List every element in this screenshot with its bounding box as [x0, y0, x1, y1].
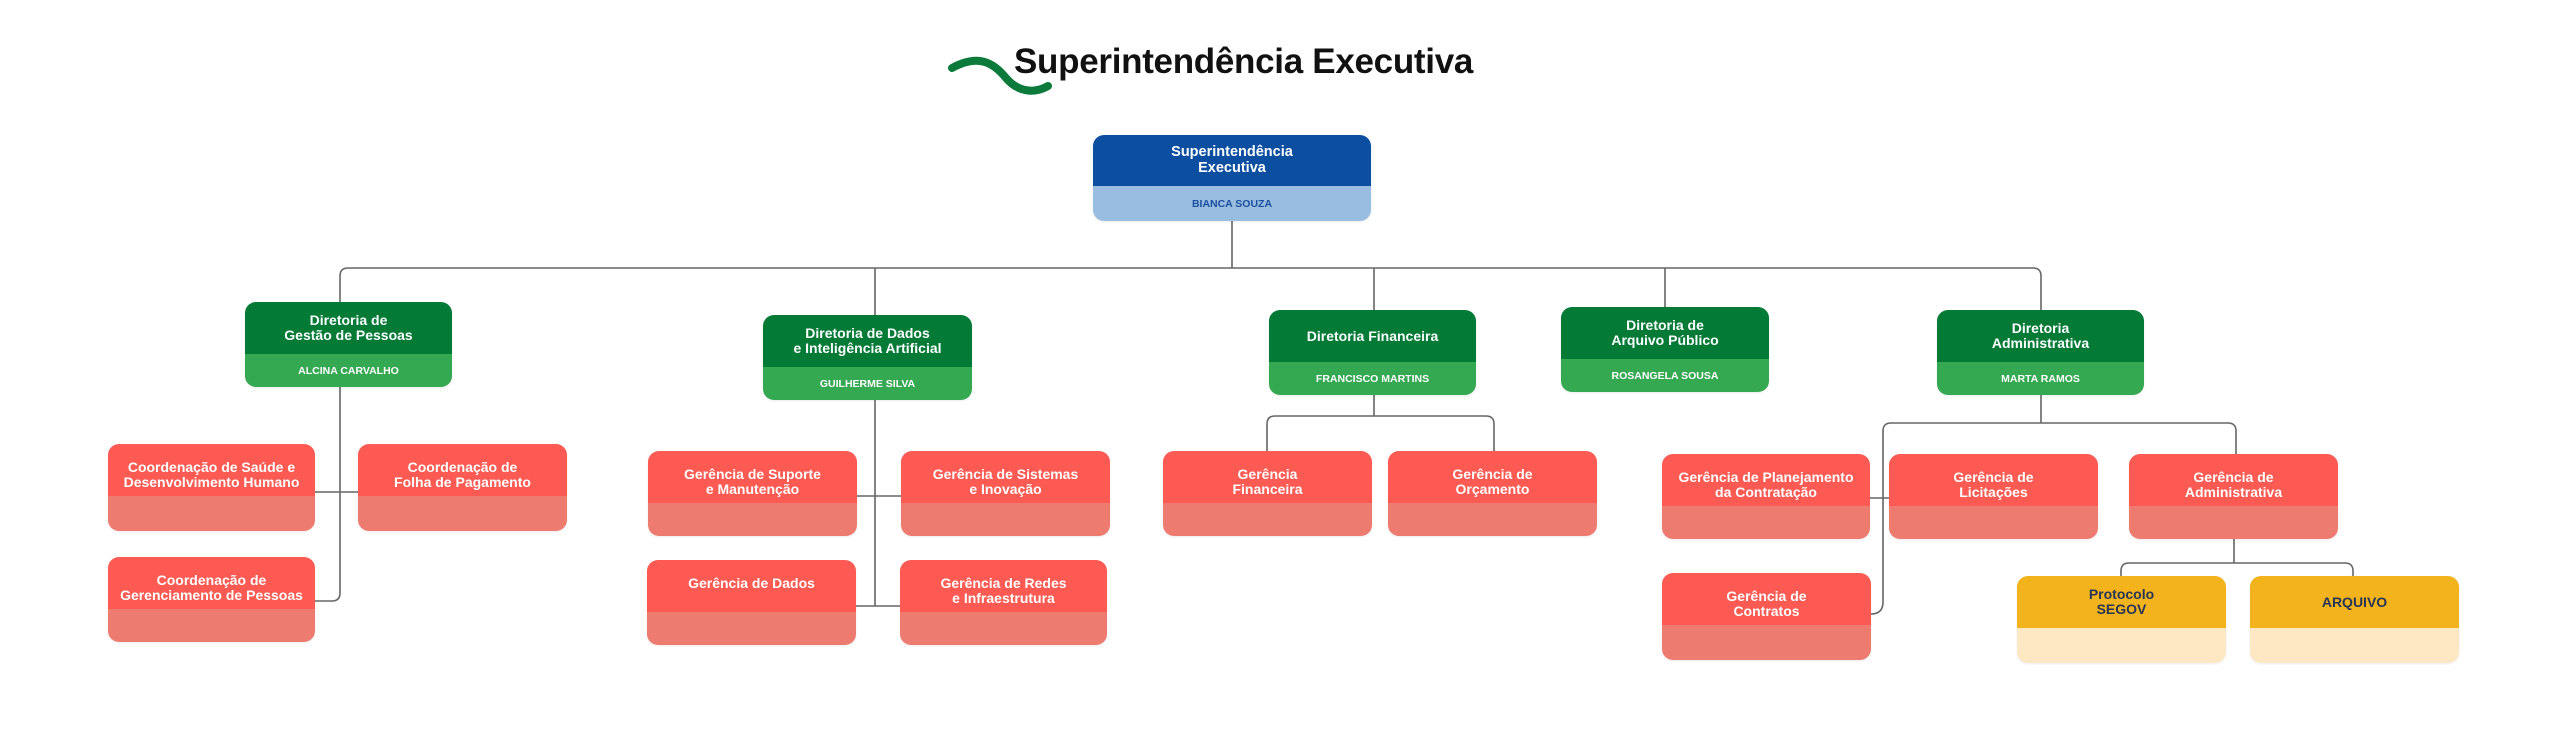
node-title: Gerência de Sistemas e Inovação: [901, 451, 1110, 503]
node-footer: [2129, 506, 2338, 539]
node-title: Diretoria de Gestão de Pessoas: [245, 302, 452, 354]
node-person: FRANCISCO MARTINS: [1269, 362, 1476, 395]
node-coord-folha[interactable]: Coordenação de Folha de Pagamento: [358, 444, 567, 531]
node-footer: [1388, 503, 1597, 536]
node-ger-contratos[interactable]: Gerência de Contratos: [1662, 573, 1871, 660]
node-title: Diretoria Financeira: [1269, 310, 1476, 362]
node-title: Gerência de Licitações: [1889, 454, 2098, 506]
node-title: Gerência de Administrativa: [2129, 454, 2338, 506]
node-title: Diretoria de Arquivo Público: [1561, 307, 1769, 359]
node-footer: [108, 496, 315, 531]
node-title: Gerência de Dados: [647, 560, 856, 612]
node-footer: [901, 503, 1110, 536]
node-title: Gerência de Orçamento: [1388, 451, 1597, 503]
node-title: Gerência de Contratos: [1662, 573, 1871, 625]
node-ger-administrativa[interactable]: Gerência de Administrativa: [2129, 454, 2338, 539]
node-title: Gerência de Suporte e Manutenção: [648, 451, 857, 503]
node-coord-saude[interactable]: Coordenação de Saúde e Desenvolvimento H…: [108, 444, 315, 531]
node-ger-sistemas[interactable]: Gerência de Sistemas e Inovação: [901, 451, 1110, 536]
node-title: Protocolo SEGOV: [2017, 576, 2226, 628]
node-ger-licitacoes[interactable]: Gerência de Licitações: [1889, 454, 2098, 539]
node-footer: [358, 496, 567, 531]
node-footer: [1662, 506, 1870, 539]
node-ger-dados[interactable]: Gerência de Dados: [647, 560, 856, 645]
node-diretoria-financeira[interactable]: Diretoria Financeira FRANCISCO MARTINS: [1269, 310, 1476, 395]
node-ger-planejamento[interactable]: Gerência de Planejamento da Contratação: [1662, 454, 1870, 539]
node-ger-financeira[interactable]: Gerência Financeira: [1163, 451, 1372, 536]
node-diretoria-arquivo-publico[interactable]: Diretoria de Arquivo Público ROSANGELA S…: [1561, 307, 1769, 392]
node-title: Coordenação de Saúde e Desenvolvimento H…: [108, 444, 315, 496]
node-title: Gerência Financeira: [1163, 451, 1372, 503]
node-person: ALCINA CARVALHO: [245, 354, 452, 387]
node-person: BIANCA SOUZA: [1093, 186, 1371, 221]
node-person: ROSANGELA SOUSA: [1561, 359, 1769, 392]
node-title: Superintendência Executiva: [1093, 135, 1371, 186]
node-footer: [647, 612, 856, 645]
node-ger-suporte[interactable]: Gerência de Suporte e Manutenção: [648, 451, 857, 536]
node-title: ARQUIVO: [2250, 576, 2459, 628]
node-person: MARTA RAMOS: [1937, 362, 2144, 395]
page-title: Superintendência Executiva: [1014, 42, 1474, 81]
node-diretoria-gestao-pessoas[interactable]: Diretoria de Gestão de Pessoas ALCINA CA…: [245, 302, 452, 387]
node-title: Diretoria Administrativa: [1937, 310, 2144, 362]
node-title: Coordenação de Folha de Pagamento: [358, 444, 567, 496]
wave-logo-icon: [948, 56, 1052, 95]
node-person: GUILHERME SILVA: [763, 367, 972, 400]
node-superintendencia[interactable]: Superintendência Executiva BIANCA SOUZA: [1093, 135, 1371, 221]
node-title: Gerência de Redes e Infraestrutura: [900, 560, 1107, 612]
node-title: Gerência de Planejamento da Contratação: [1662, 454, 1870, 506]
node-protocolo-segov[interactable]: Protocolo SEGOV: [2017, 576, 2226, 663]
node-footer: [648, 503, 857, 536]
node-title: Diretoria de Dados e Inteligência Artifi…: [763, 315, 972, 367]
node-footer: [1889, 506, 2098, 539]
node-footer: [108, 609, 315, 642]
node-footer: [2250, 628, 2459, 663]
node-footer: [2017, 628, 2226, 663]
node-footer: [1662, 625, 1871, 660]
node-ger-orcamento[interactable]: Gerência de Orçamento: [1388, 451, 1597, 536]
node-coord-gerenciamento[interactable]: Coordenação de Gerenciamento de Pessoas: [108, 557, 315, 642]
node-title: Coordenação de Gerenciamento de Pessoas: [108, 557, 315, 609]
node-diretoria-dados-ia[interactable]: Diretoria de Dados e Inteligência Artifi…: [763, 315, 972, 400]
node-footer: [900, 612, 1107, 645]
node-footer: [1163, 503, 1372, 536]
node-ger-redes[interactable]: Gerência de Redes e Infraestrutura: [900, 560, 1107, 645]
node-arquivo[interactable]: ARQUIVO: [2250, 576, 2459, 663]
node-diretoria-administrativa[interactable]: Diretoria Administrativa MARTA RAMOS: [1937, 310, 2144, 395]
